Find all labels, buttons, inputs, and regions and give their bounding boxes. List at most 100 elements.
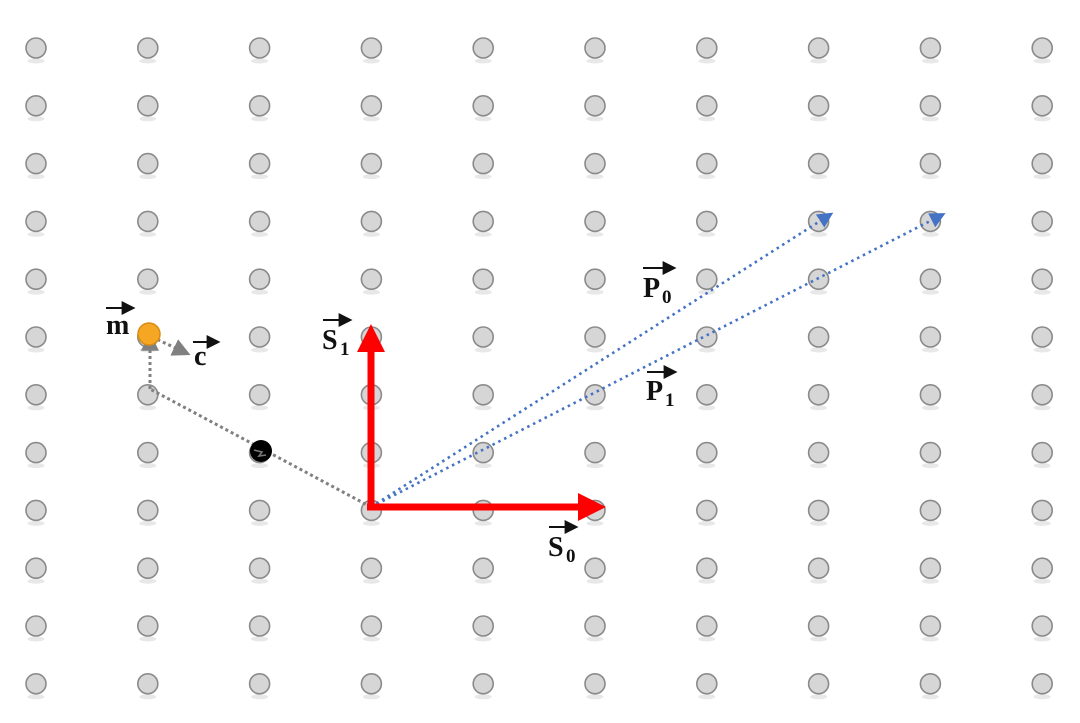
lattice-point: [695, 326, 718, 348]
s0-label-sub: 0: [566, 546, 576, 567]
lattice-point-shadow: [362, 231, 380, 237]
lattice-point: [695, 210, 718, 233]
lattice-point: [584, 268, 606, 291]
lattice-point-shadow: [362, 58, 380, 64]
lattice-point-shadow: [810, 58, 828, 64]
lattice-point: [695, 383, 718, 406]
lattice-point: [137, 37, 159, 59]
lattice-point-shadow: [586, 463, 604, 469]
lattice-point-shadow: [698, 347, 716, 353]
lattice-point-shadow: [139, 289, 157, 295]
basis-vectors: [357, 324, 606, 521]
lattice-point: [25, 210, 47, 233]
m-label: m: [106, 301, 136, 341]
lattice-point: [472, 210, 495, 233]
lattice-point: [919, 95, 942, 117]
lattice-point: [137, 615, 159, 637]
lattice-point-shadow: [27, 636, 45, 642]
lattice-point-shadow: [362, 116, 380, 122]
lattice-point: [1031, 37, 1053, 59]
lattice-point-shadow: [586, 58, 604, 64]
lattice-point-shadow: [810, 520, 828, 526]
lattice-point: [695, 615, 718, 637]
lattice-point-shadow: [586, 405, 604, 411]
lattice-point-shadow: [139, 58, 157, 64]
p1-label-letter: P: [646, 376, 663, 407]
lattice-point: [695, 557, 718, 580]
lattice-point-shadow: [251, 694, 269, 700]
lattice-point: [25, 152, 47, 175]
lattice-point: [360, 557, 383, 580]
lattice-point: [695, 95, 718, 117]
lattice-point: [695, 37, 718, 59]
lattice-point-shadow: [586, 174, 604, 180]
lattice-point-shadow: [139, 116, 157, 122]
lattice-point: [695, 672, 718, 695]
lattice-point-shadow: [474, 347, 492, 353]
lattice-point: [584, 152, 606, 175]
lattice-point: [248, 557, 271, 580]
lattice-point-shadow: [139, 463, 157, 469]
lattice-point: [472, 268, 495, 291]
lattice-point-shadow: [810, 231, 828, 237]
lattice-point-shadow: [921, 116, 939, 122]
lattice-point: [360, 672, 383, 695]
lattice-point: [807, 152, 830, 175]
lattice-point-shadow: [921, 520, 939, 526]
lattice-point: [472, 672, 495, 695]
lattice-point-shadow: [251, 520, 269, 526]
lattice-point: [1031, 615, 1053, 637]
lattice-point-shadow: [698, 58, 716, 64]
lattice-point: [1031, 210, 1053, 233]
lattice-point-shadow: [474, 694, 492, 700]
lattice-point: [695, 268, 718, 291]
s0-label-letter: S: [548, 532, 564, 563]
lattice-point: [360, 95, 383, 117]
lattice-point-shadow: [698, 520, 716, 526]
lattice-point-shadow: [921, 405, 939, 411]
lattice-point-shadow: [921, 289, 939, 295]
s1-label-letter: S: [322, 325, 338, 356]
lattice-point-shadow: [698, 578, 716, 584]
p1-vector: [370, 213, 946, 509]
lattice-point-shadow: [586, 289, 604, 295]
lattice-point-shadow: [1033, 289, 1051, 295]
lattice-point-shadow: [474, 405, 492, 411]
lattice-point-shadow: [474, 463, 492, 469]
lattice-point-shadow: [27, 347, 45, 353]
lattice-point-shadow: [698, 405, 716, 411]
m-label-letter: m: [106, 310, 129, 341]
lattice-point-shadow: [698, 231, 716, 237]
lattice-point: [137, 499, 159, 522]
lattice-point-shadow: [139, 347, 157, 353]
lattice-point: [1031, 441, 1053, 464]
lattice-point-shadow: [27, 405, 45, 411]
lattice-point-shadow: [474, 578, 492, 584]
lattice-point: [360, 152, 383, 175]
lattice-point-shadow: [698, 463, 716, 469]
lattice-point: [1031, 268, 1053, 291]
lattice-point: [248, 152, 271, 175]
lattice-point-shadow: [1033, 405, 1051, 411]
lattice-point: [137, 672, 159, 695]
lattice-point-shadow: [251, 58, 269, 64]
lattice-point: [25, 383, 47, 406]
lattice-point: [137, 441, 159, 464]
lattice-point-shadow: [810, 174, 828, 180]
lattice-point-shadow: [921, 463, 939, 469]
lattice-point-shadow: [139, 174, 157, 180]
lattice-point-shadow: [810, 289, 828, 295]
lattice-point-shadow: [586, 520, 604, 526]
lattice-point-shadow: [27, 289, 45, 295]
lattice-point: [1031, 95, 1053, 117]
lattice-point: [248, 326, 271, 348]
lattice-point-shadow: [586, 578, 604, 584]
vector-labels: S 0 S 1 P 0 P 1 m: [106, 261, 678, 567]
lattice-point-shadow: [698, 116, 716, 122]
c-label: c: [193, 335, 221, 372]
p0-label: P 0: [643, 261, 677, 308]
m-point: [137, 322, 161, 346]
lattice-point-shadow: [139, 520, 157, 526]
lattice-point: [919, 499, 942, 522]
lattice-point-shadow: [921, 174, 939, 180]
